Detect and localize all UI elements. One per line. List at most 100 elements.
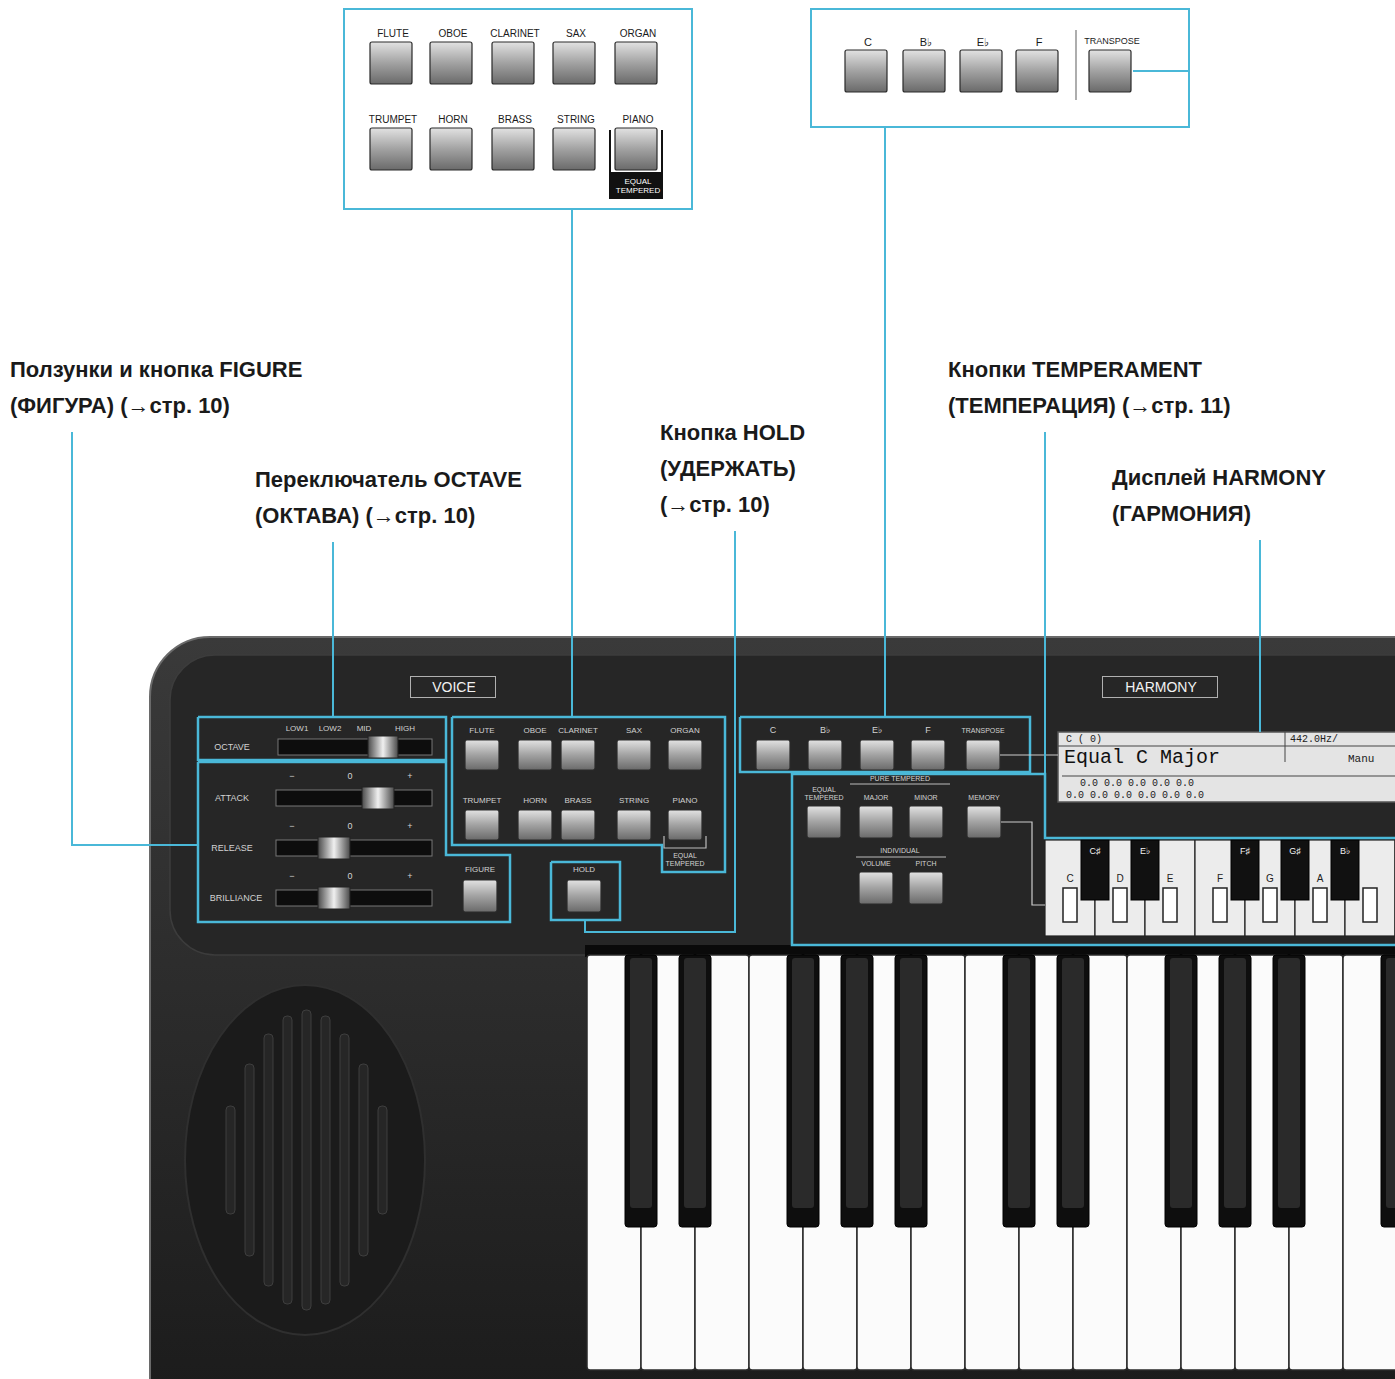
panel-label: E [1167, 873, 1174, 884]
black-key [1057, 955, 1089, 1227]
section-label: HARMONY [1102, 676, 1218, 698]
button [967, 806, 1001, 838]
slider-knob [362, 787, 394, 809]
slider-knob [318, 837, 350, 859]
key-led [1263, 888, 1277, 922]
button [807, 806, 841, 838]
control-panel [170, 655, 1395, 955]
callout-label: Кнопка HOLD (УДЕРЖАТЬ) (→стр. 10) [660, 415, 840, 523]
node-text: C ( 0) [1066, 734, 1102, 745]
connector-line [1001, 822, 1045, 905]
node-text: OBOE [439, 28, 468, 39]
button [903, 50, 945, 92]
black-key [625, 955, 657, 1227]
panel-label: G♯ [1289, 847, 1301, 857]
node-text: 442.0Hz/ [1290, 734, 1338, 745]
lcd-display: C ( 0)442.0Hz/Equal C MajorManu0.0 0.0 0… [1058, 732, 1395, 802]
speaker-slot [321, 1016, 330, 1304]
slider-track [276, 890, 432, 906]
node-text: EQUAL TEMPERED [613, 178, 663, 196]
highlight-outline [198, 717, 446, 760]
button [966, 740, 1000, 770]
button [668, 740, 702, 770]
black-key-shine [900, 958, 922, 1208]
panel-label: MID [357, 725, 372, 734]
panel-label: F♯ [1240, 847, 1250, 857]
speaker-slot [264, 1034, 273, 1286]
panel-label: LOW1 [286, 725, 309, 734]
black-key [1273, 955, 1305, 1227]
panel-label: F [1217, 873, 1223, 884]
panel-label: OCTAVE [214, 743, 250, 753]
panel-label: + [407, 772, 412, 782]
button [1016, 50, 1058, 92]
leader-line [332, 542, 334, 717]
button [561, 810, 595, 840]
button [911, 740, 945, 770]
black-key-shine [630, 958, 652, 1208]
highlight-outline [740, 717, 1030, 772]
panel-drawing [72, 30, 1395, 1370]
speaker-slot [226, 1106, 235, 1214]
lcd-rule [1285, 732, 1286, 762]
highlight-outline [792, 774, 1395, 945]
panel-label: G [1266, 873, 1274, 884]
panel-label: INDIVIDUAL [880, 847, 919, 855]
mini-black-key [1131, 840, 1159, 900]
node-text: VOICE [432, 680, 476, 695]
black-key [679, 955, 711, 1227]
node-text: HORN [438, 114, 467, 125]
speaker-slot [359, 1064, 368, 1256]
panel-label: F [925, 726, 931, 736]
button [1089, 50, 1131, 92]
button [756, 740, 790, 770]
panel-label: PIANO [673, 797, 698, 806]
node-text: STRING [557, 114, 595, 125]
mini-black-key [1081, 840, 1109, 900]
highlight-outline [551, 862, 620, 920]
panel-label: BRILLIANCE [210, 894, 263, 904]
black-key-shine [792, 958, 814, 1208]
panel-label: + [407, 872, 412, 882]
group-rule [856, 857, 946, 858]
black-key-shine [1008, 958, 1030, 1208]
black-key [1003, 955, 1035, 1227]
speaker-slot [283, 1016, 292, 1304]
black-key-shine [1062, 958, 1084, 1208]
node-text: CLARINET [490, 28, 539, 39]
button [430, 128, 472, 170]
button [859, 872, 893, 904]
node-text: C [864, 36, 872, 48]
panel-label: TRUMPET [463, 797, 502, 806]
black-key [841, 955, 873, 1227]
key-led [1213, 888, 1227, 922]
node-text: BRASS [498, 114, 532, 125]
button [553, 128, 595, 170]
bracket [664, 836, 706, 848]
group-rule [850, 784, 950, 785]
panel-label: MINOR [914, 794, 937, 802]
button [909, 806, 943, 838]
slider-track [276, 790, 432, 806]
leader-line [571, 210, 573, 717]
callout-label: Дисплей HARMONY (ГАРМОНИЯ) [1112, 460, 1382, 532]
button [615, 42, 657, 84]
button [617, 740, 651, 770]
panel-label: E♭ [872, 726, 882, 736]
callout-label: Переключатель OCTAVE (ОКТАВА) (→стр. 10) [255, 462, 555, 534]
button [492, 128, 534, 170]
mini-black-key [1231, 840, 1259, 900]
button [960, 50, 1002, 92]
speaker-slot [302, 1010, 311, 1310]
slider-knob [368, 736, 398, 758]
panel-label: D [1116, 873, 1123, 884]
button [465, 810, 499, 840]
keyboard-body [150, 637, 1395, 1379]
node-text: HARMONY [1125, 680, 1197, 695]
panel-label: HORN [523, 797, 547, 806]
button [617, 810, 651, 840]
panel-label: EQUAL TEMPERED [664, 852, 706, 867]
lcd-screen [1058, 732, 1395, 802]
black-key [895, 955, 927, 1227]
node-text: FLUTE [377, 28, 409, 39]
